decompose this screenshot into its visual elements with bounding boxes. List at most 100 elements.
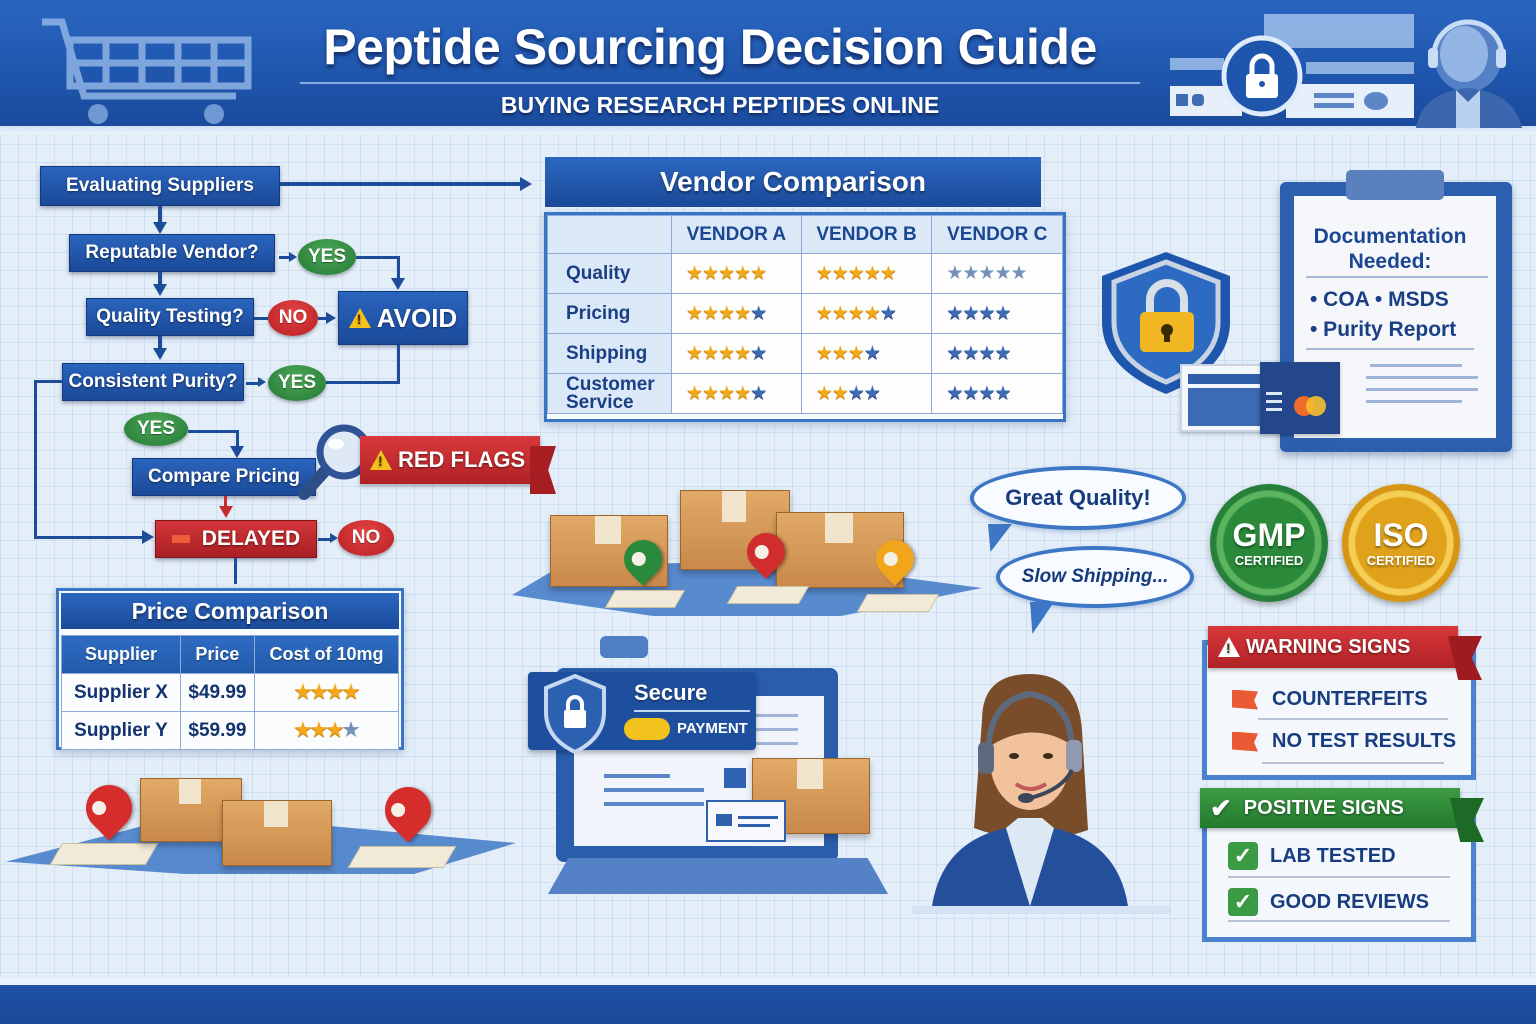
warning-item: COUNTERFEITS	[1232, 688, 1428, 711]
answer-no-badge: NO	[268, 300, 318, 336]
supplier-price: $49.99	[179, 673, 255, 712]
positive-item: ✓ GOOD REVIEWS	[1228, 888, 1429, 916]
answer-yes-badge: YES	[298, 239, 356, 275]
green-check-icon: ✓	[1228, 842, 1258, 870]
column-header: Cost of 10mg	[253, 635, 400, 674]
connector-line	[158, 272, 162, 286]
flow-question-consistent-purity: Consistent Purity?	[62, 363, 244, 401]
row-label: Pricing	[547, 293, 672, 334]
documentation-title: Documentation Needed:	[1300, 224, 1480, 274]
documentation-title-line2: Needed:	[1348, 250, 1432, 273]
arrow-right-icon	[330, 533, 338, 543]
connector-line	[34, 380, 37, 538]
column-header-vendor-c: VENDOR C	[931, 215, 1063, 254]
clipboard-clip	[1346, 170, 1444, 200]
column-header-vendor-b: VENDOR B	[800, 215, 933, 254]
vendor-comparison-title: Vendor Comparison	[545, 157, 1041, 207]
column-header: Price	[179, 635, 255, 674]
ribbon-tail	[530, 446, 556, 494]
answer-yes-badge: YES	[124, 412, 188, 446]
credit-card-icon	[1260, 362, 1340, 434]
support-agent-icon	[1416, 19, 1522, 128]
shield-lock-icon	[544, 673, 606, 755]
pin-pad	[347, 846, 457, 868]
divider	[634, 710, 750, 712]
pin-pad	[604, 590, 686, 608]
row-label: Customer Service	[547, 373, 672, 414]
badge-title: GMP	[1232, 516, 1306, 553]
connector-line	[234, 558, 237, 584]
star-rating: ★★★★	[931, 373, 1063, 414]
review-bubble-positive: Great Quality!	[970, 466, 1186, 530]
connector-line	[246, 382, 260, 385]
table-row: Supplier Y $59.99 ★★★★	[61, 711, 400, 750]
star-rating: ★★★★	[800, 373, 933, 414]
row-label: Quality	[547, 253, 672, 294]
red-flag-icon	[1232, 689, 1258, 710]
table-row: Quality ★★★★★ ★★★★★ ★★★★★	[547, 253, 1063, 294]
star-rating: ★★★★	[931, 333, 1063, 374]
arrow-right-icon	[258, 377, 266, 387]
answer-no-badge: NO	[338, 520, 394, 556]
customer-service-agent-illustration	[912, 674, 1170, 914]
flow-question-quality-testing: Quality Testing?	[86, 298, 254, 336]
arrow-down-icon	[153, 222, 167, 234]
connector-line	[188, 430, 238, 433]
pin-pad	[726, 586, 810, 604]
connector-line	[397, 345, 400, 383]
delayed-label: DELAYED	[201, 527, 301, 550]
shipping-label-card	[706, 800, 786, 842]
arrow-down-icon	[230, 446, 244, 458]
secure-label: Secure	[634, 680, 708, 705]
table-row: Pricing ★★★★★ ★★★★★ ★★★★	[547, 293, 1063, 334]
secure-form-icon	[1170, 14, 1414, 118]
documentation-title-line1: Documentation	[1313, 225, 1467, 248]
flow-compare-pricing: Compare Pricing	[132, 458, 316, 496]
star-rating: ★★★★★	[671, 293, 802, 334]
badge-subtitle: CERTIFIED	[1366, 552, 1436, 568]
arrow-right-icon	[142, 530, 154, 544]
iso-certified-badge: ISO CERTIFIED	[1342, 484, 1460, 602]
text-line	[1366, 400, 1462, 403]
bubble-tail	[988, 524, 1012, 552]
connector-line	[158, 206, 162, 224]
star-rating: ★★★★★	[671, 253, 802, 294]
arrow-right-icon	[326, 312, 336, 324]
connector-line	[34, 536, 144, 539]
star-rating: ★★★★★	[671, 373, 802, 414]
vendor-comparison-panel: VENDOR A VENDOR B VENDOR C Quality ★★★★★…	[544, 212, 1066, 422]
column-header: Supplier	[61, 635, 181, 674]
documentation-item: • COA • MSDS	[1310, 288, 1449, 311]
bubble-tail	[1030, 602, 1054, 634]
warning-signs-ribbon: WARNING SIGNS	[1208, 626, 1458, 668]
table-row: Shipping ★★★★★ ★★★★ ★★★★	[547, 333, 1063, 374]
review-bubble-negative: Slow Shipping...	[996, 546, 1194, 608]
arrow-down-icon	[391, 278, 405, 290]
flow-result-avoid: AVOID	[338, 291, 468, 345]
divider	[1228, 876, 1450, 878]
warning-icon	[370, 450, 392, 470]
connector-line	[280, 182, 520, 186]
star-rating: ★★★★	[800, 333, 933, 374]
title-underline	[300, 82, 1140, 84]
package-box-icon	[222, 800, 332, 866]
pin-pad	[856, 594, 940, 612]
red-flags-ribbon: RED FLAGS	[360, 436, 540, 484]
flow-result-delayed: DELAYED	[155, 520, 317, 558]
star-rating: ★★★★★	[800, 293, 933, 334]
header-divider	[0, 126, 1536, 134]
connector-line	[326, 381, 400, 384]
warning-item-label: COUNTERFEITS	[1272, 688, 1428, 710]
checkmark-icon: ✔	[1210, 792, 1232, 823]
page-title: Peptide Sourcing Decision Guide	[323, 19, 1097, 75]
star-rating: ★★★★★	[671, 333, 802, 374]
warning-signs-title: WARNING SIGNS	[1246, 635, 1411, 658]
laptop-keyboard	[548, 858, 888, 894]
star-rating: ★★★★★	[931, 253, 1063, 294]
red-flags-label: RED FLAGS	[398, 447, 526, 472]
positive-signs-title: POSITIVE SIGNS	[1243, 796, 1404, 819]
green-check-icon: ✓	[1228, 888, 1258, 916]
shopping-cart-icon	[42, 18, 252, 124]
star-rating: ★★★★	[931, 293, 1063, 334]
footer-divider	[0, 978, 1536, 985]
